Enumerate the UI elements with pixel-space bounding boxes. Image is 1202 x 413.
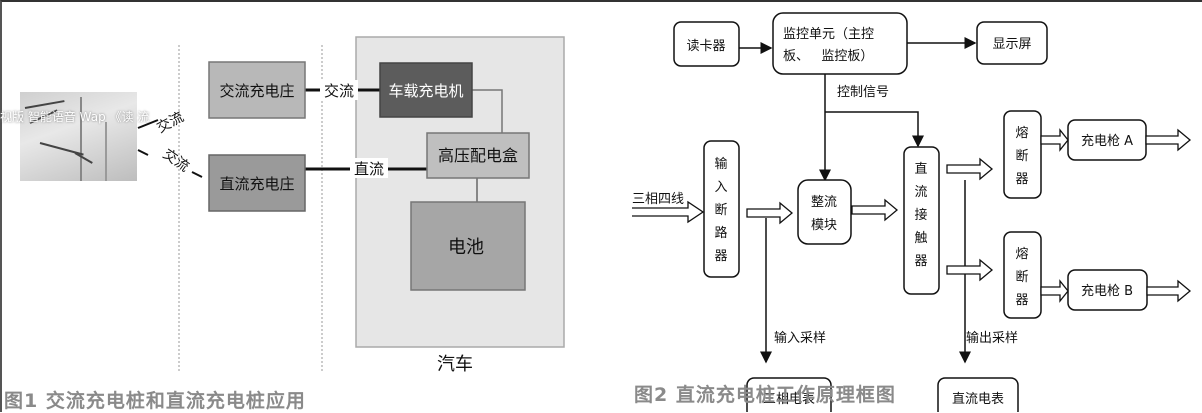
rectifier-box xyxy=(797,179,852,245)
display-label: 显示屏 xyxy=(992,37,1031,52)
svg-text:流: 流 xyxy=(914,185,927,200)
dc-contactor-label: 直 流 接 触 器 xyxy=(914,162,927,269)
ac-link-label: 交流 xyxy=(324,82,354,100)
grid-to-dc-label: 交流 xyxy=(160,145,193,175)
fuse-b-box xyxy=(1003,231,1042,319)
figure1-caption: 图1 交流充电桩和直流充电桩应用 xyxy=(4,390,306,412)
monitor-unit-label-line1: 监控单元（主控 xyxy=(783,27,874,42)
display-box xyxy=(976,21,1048,65)
ac-charging-pile-box xyxy=(208,61,306,119)
onboard-charger-label: 车载充电机 xyxy=(388,82,463,100)
figure2 xyxy=(632,12,1192,412)
dc-charging-pile-label: 直流充电庄 xyxy=(219,175,294,193)
hv-distribution-box xyxy=(426,132,530,179)
dc-meter-label: 直流电表 xyxy=(952,392,1004,407)
fuse-b-to-gun-b-arrow xyxy=(1040,279,1069,303)
dc-meter-box xyxy=(937,377,1019,412)
power-grid-photo xyxy=(20,92,137,181)
figure1: 汽车 交流 直流 交流 交流 交流充电庄 直流充电庄 车载充电机 高压配电盒 电… xyxy=(137,36,565,375)
gun-b-output-arrow xyxy=(1146,279,1192,303)
ac-charging-pile-label: 交流充电庄 xyxy=(219,82,294,100)
svg-text:输: 输 xyxy=(714,156,727,172)
svg-text:断: 断 xyxy=(1015,270,1028,285)
monitor-unit-box xyxy=(772,12,908,75)
monitor-unit-label-line2: 板、 监控板） xyxy=(783,49,873,64)
svg-text:器: 器 xyxy=(914,254,927,269)
dc-charging-pile-box xyxy=(208,154,306,212)
fuse-b-label: 熔 断 器 xyxy=(1015,247,1028,308)
three-phase-meter-box xyxy=(746,377,832,412)
hv-distribution-label: 高压配电盒 xyxy=(438,146,518,165)
hollow-arrows xyxy=(632,128,1192,303)
fuse-a-box xyxy=(1003,110,1042,199)
three-phase-input-arrow xyxy=(632,200,705,224)
charging-gun-a-label: 充电枪 A xyxy=(1081,133,1133,149)
svg-text:直: 直 xyxy=(914,162,927,177)
charging-gun-b-label: 充电枪 B xyxy=(1081,283,1133,299)
figure2-caption: 图2 直流充电桩工作原理框图 xyxy=(634,384,896,406)
three-phase-four-wire-label: 三相四线 xyxy=(632,192,684,207)
svg-text:断: 断 xyxy=(1015,149,1028,164)
svg-text:熔: 熔 xyxy=(1015,247,1028,262)
card-reader-label: 读卡器 xyxy=(686,39,725,54)
rectifier-label-line1: 整流 xyxy=(811,195,837,210)
control-signal-label: 控制信号 xyxy=(837,85,889,100)
battery-box xyxy=(410,201,526,291)
gun-a-output-arrow xyxy=(1145,128,1192,152)
rectifier-to-contactor-arrow xyxy=(851,198,899,222)
onboard-charger-box xyxy=(379,62,473,118)
contactor-to-fuse-a-arrow xyxy=(946,157,994,181)
three-phase-meter-label: 三相电表 xyxy=(763,392,815,407)
tower-icon xyxy=(80,97,82,181)
svg-text:接: 接 xyxy=(914,207,927,223)
watermark-text: 视版 智能语音 Wap 《读 流 xyxy=(0,110,150,124)
svg-text:器: 器 xyxy=(1015,172,1028,187)
fuse-a-label: 熔 断 器 xyxy=(1015,126,1028,187)
vehicle-label: 汽车 xyxy=(437,354,473,375)
input-sampling-label: 输入采样 xyxy=(774,330,826,346)
svg-text:触: 触 xyxy=(914,231,927,246)
svg-text:器: 器 xyxy=(714,249,727,264)
tower-icon xyxy=(105,122,107,181)
card-reader-box xyxy=(673,21,740,67)
svg-text:路: 路 xyxy=(714,225,727,241)
onboard-to-hv-line xyxy=(472,89,503,134)
svg-text:入: 入 xyxy=(714,180,727,195)
fuse-a-to-gun-a-arrow xyxy=(1040,128,1069,152)
contactor-to-fuse-b-arrow xyxy=(946,258,994,282)
dc-contactor-box xyxy=(903,146,940,295)
grid-to-ac-label: 交流 xyxy=(154,108,187,136)
dc-link-label: 直流 xyxy=(354,160,384,178)
input-breaker-box xyxy=(703,140,740,278)
svg-text:器: 器 xyxy=(1015,293,1028,308)
input-breaker-label: 输 入 断 路 器 xyxy=(714,156,727,264)
breaker-to-rectifier-arrow xyxy=(746,201,794,225)
svg-text:熔: 熔 xyxy=(1015,126,1028,141)
battery-label: 电池 xyxy=(448,237,484,258)
output-sampling-label: 输出采样 xyxy=(966,330,1018,346)
svg-text:断: 断 xyxy=(714,203,727,218)
rectifier-label-line2: 模块 xyxy=(811,218,837,233)
control-to-contactor-arrow xyxy=(825,111,924,148)
